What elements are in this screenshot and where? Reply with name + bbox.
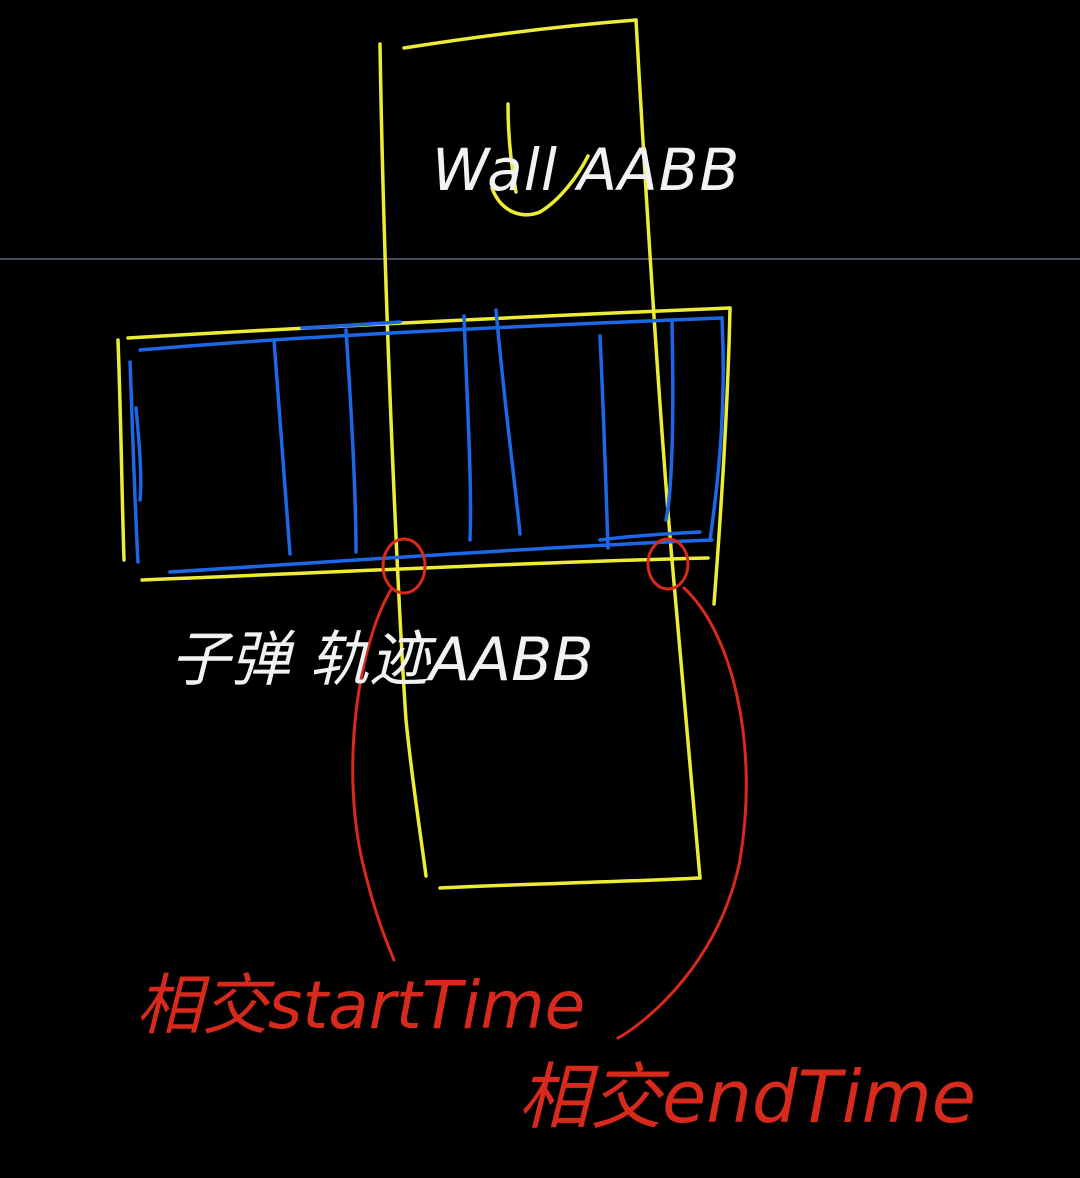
bullet-sweep-boxes	[128, 308, 725, 574]
end-intersection-marker	[646, 537, 690, 591]
wall-scribble	[490, 102, 590, 217]
annotation-curves	[351, 586, 748, 1040]
trajectory-aabb-box	[116, 306, 732, 606]
end-time-label: 相交endTime	[518, 1055, 976, 1139]
wall-aabb-box	[378, 18, 702, 890]
start-intersection-marker	[381, 537, 427, 595]
sub-bullet-aabb-label: 子弹 轨迹AABB	[170, 625, 594, 695]
wall-aabb-label: Wall AABB	[432, 136, 740, 204]
intersection-markers	[381, 537, 690, 595]
start-time-label: 相交startTime	[136, 967, 585, 1044]
